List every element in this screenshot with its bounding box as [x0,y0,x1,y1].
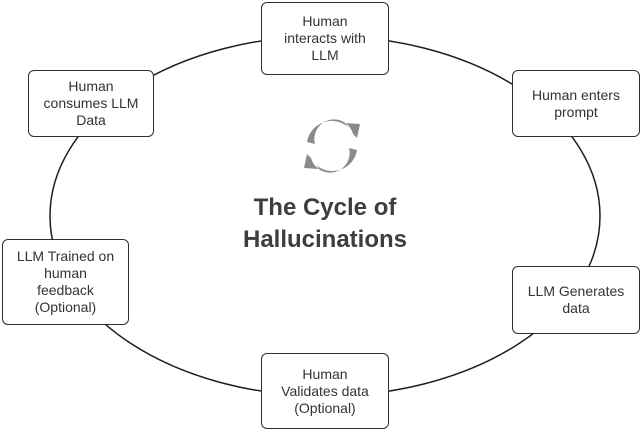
diagram-title: The Cycle of Hallucinations [200,192,450,256]
refresh-cycle-icon [304,119,360,173]
step-human-interacts: Human interacts with LLM [261,2,389,75]
step-human-enters-prompt: Human enters prompt [512,70,640,137]
step-llm-trained-on-feedback: LLM Trained on human feedback (Optional) [2,239,129,325]
step-human-consumes-data: Human consumes LLM Data [28,70,154,137]
diagram-title-line1: The Cycle of [253,194,397,221]
diagram-title-line2: Hallucinations [242,226,408,253]
step-human-validates-data: Human Validates data (Optional) [261,353,389,429]
step-llm-generates-data: LLM Generates data [512,266,640,334]
